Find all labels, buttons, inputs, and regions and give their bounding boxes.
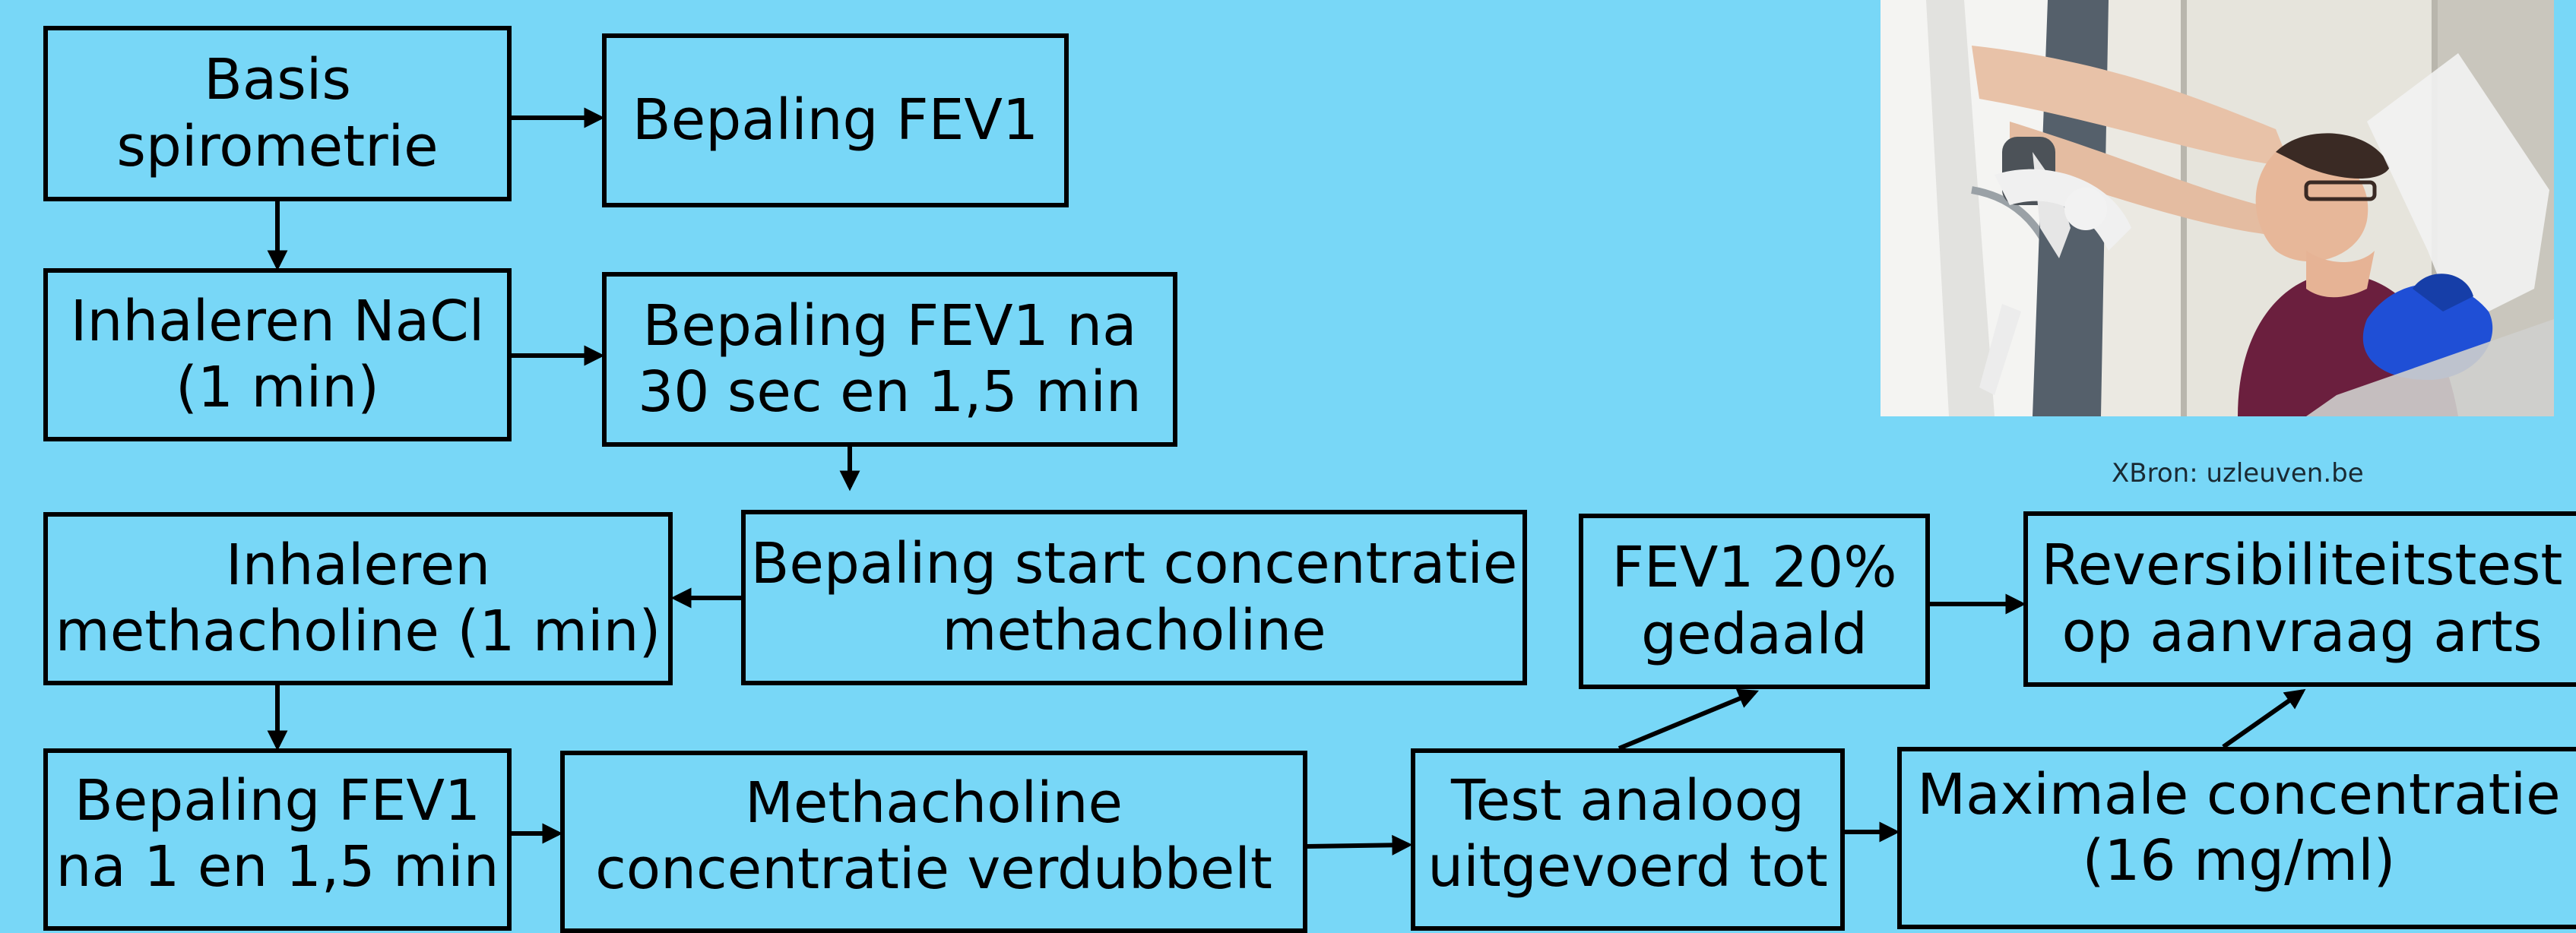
node-inhaleren-methacholine: Inhaleren methacholine (1 min) [43,512,673,685]
node-verdubbelt-line1: Methacholine [744,770,1123,836]
arrow-verdubbelt-to-test [1307,834,1413,856]
node-nacl-line1: Inhaleren NaCl [70,288,485,354]
node-verdubbelt-line2: concentratie verdubbelt [595,837,1272,903]
node-bepaling-fev1-na: Bepaling FEV1 na 30 sec en 1,5 min [602,272,1177,447]
node-start-conc-line1: Bepaling start concentratie [750,531,1518,597]
node-reversibiliteit-line2: op aanvraag arts [2061,599,2543,665]
node-start-conc-line2: methacholine [942,597,1326,663]
node-basis-line1: Basis [204,47,351,113]
arrow-test-to-fev1-20 [1618,688,1759,751]
node-fev1-20-line1: FEV1 20% [1611,535,1897,601]
node-test-analoog-line1: Test analoog [1451,768,1804,833]
node-test-analoog: Test analoog uitgevoerd tot [1411,748,1845,931]
node-start-concentratie: Bepaling start concentratie methacholine [741,510,1527,685]
node-fev1-20-line2: gedaald [1641,601,1868,667]
node-reversibiliteit-line1: Reversibiliteitstest [2041,533,2563,599]
node-fev1-na-line1: Bepaling FEV1 na [642,293,1137,359]
node-max-conc-line2: (16 mg/ml) [2082,828,2396,894]
node-max-conc-line1: Maximale concentratie [1917,762,2561,827]
connector-arrows [267,107,2306,856]
spirometry-photo [1881,0,2554,416]
node-fev1-na-line2: 30 sec en 1,5 min [638,359,1142,425]
node-fev1-20-gedaald: FEV1 20% gedaald [1579,514,1930,689]
node-reversibiliteitstest: Reversibiliteitstest op aanvraag arts [2023,511,2576,687]
node-fev1-line1: Bepaling FEV1 [632,87,1039,153]
node-basis-line2: spirometrie [116,113,439,179]
node-test-analoog-line2: uitgevoerd tot [1427,834,1828,900]
node-methacholine-verdubbelt: Methacholine concentratie verdubbelt [560,751,1307,933]
node-inhaleren-metha-line2: methacholine (1 min) [55,599,661,664]
node-fev1-1min-line1: Bepaling FEV1 [74,768,481,833]
node-basis-spirometrie: Basis spirometrie [43,26,512,201]
node-inhaleren-nacl: Inhaleren NaCl (1 min) [43,268,512,441]
node-fev1-1min-line2: na 1 en 1,5 min [55,834,499,900]
arrow-max-to-reversibiliteit [2222,688,2306,749]
photo-credit: XBron: uzleuven.be [2112,458,2364,489]
node-inhaleren-metha-line1: Inhaleren [225,532,491,598]
node-nacl-line2: (1 min) [176,355,379,420]
